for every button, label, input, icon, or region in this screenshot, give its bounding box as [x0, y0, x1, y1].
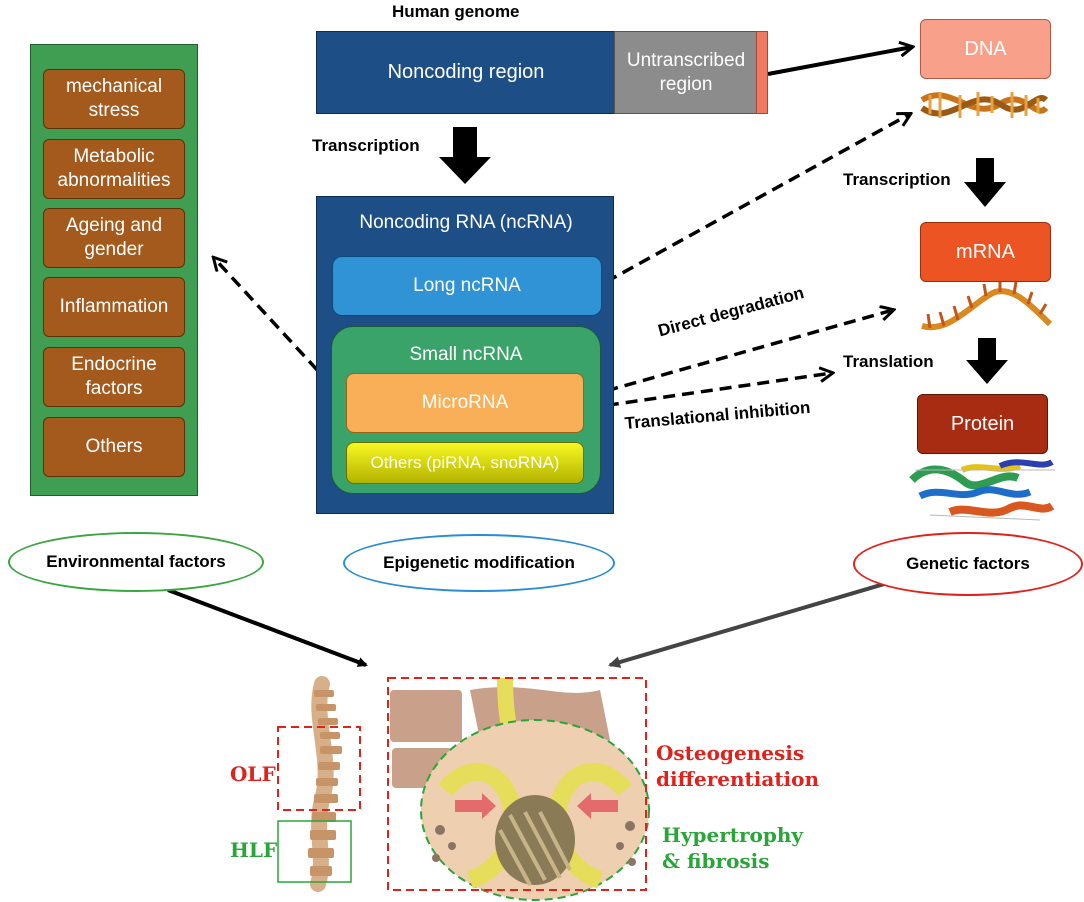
- mrna-box: mRNA: [920, 222, 1051, 282]
- osteogenesis-label: Osteogenesis differentiation: [656, 740, 819, 792]
- transcription-label-left: Transcription: [312, 136, 420, 155]
- mrna-label: mRNA: [956, 240, 1015, 263]
- hypertrophy-label: Hypertrophy & fibrosis: [662, 822, 803, 874]
- env-item-ageing-gender: Ageing and gender: [43, 208, 185, 268]
- dna-label: DNA: [964, 37, 1007, 60]
- untranscribed-region-bar: Untranscribed region: [614, 31, 758, 114]
- hlf-label: HLF: [230, 838, 278, 862]
- microrna-to-mrna-arrow: [587, 310, 893, 398]
- genome-to-dna-arrow: [767, 47, 912, 76]
- hypertrophy-line1: Hypertrophy: [662, 823, 804, 847]
- env-item-label-line2: factors: [85, 378, 143, 399]
- transcription-down-arrow: [439, 127, 491, 184]
- microrna-to-environment-arrow: [214, 258, 345, 400]
- noncoding-region-label: Noncoding region: [387, 61, 545, 83]
- other-small-rna-label: Others (piRNA, snoRNA): [370, 453, 560, 472]
- untranscribed-label-line1: Untranscribed: [626, 49, 746, 71]
- environmental-factors-ellipse: Environmental factors: [8, 532, 264, 592]
- transcription-label-right: Transcription: [843, 170, 951, 189]
- genetic-factors-ellipse: Genetic factors: [853, 532, 1083, 596]
- env-item-mechanical-stress: mechanical stress: [43, 69, 185, 129]
- dna-helix-icon: [920, 92, 1049, 118]
- env-item-label-line1: Ageing and: [65, 215, 163, 236]
- protein-box: Protein: [917, 394, 1048, 454]
- mrna-to-protein-arrow: [966, 338, 1008, 384]
- env-item-label-line1: Metabolic: [73, 146, 155, 167]
- genetic-factors-label: Genetic factors: [906, 554, 1030, 573]
- human-genome-title: Human genome: [392, 2, 520, 21]
- mrna-strand-icon: [921, 280, 1053, 331]
- long-ncrna-box: Long ncRNA: [332, 256, 602, 316]
- environment-to-spine-arrow: [167, 588, 368, 667]
- osteogenesis-line2: differentiation: [656, 767, 820, 791]
- env-item-label-line1: Inflammation: [59, 296, 169, 317]
- env-item-others: Others: [43, 417, 185, 477]
- env-item-label-line1: Endocrine: [71, 354, 157, 375]
- microrna-to-translation-arrow: [587, 373, 832, 410]
- long-ncrna-to-dna-arrow: [605, 114, 910, 284]
- dna-to-mrna-arrow: [964, 158, 1006, 207]
- epigenetic-modification-ellipse: Epigenetic modification: [343, 534, 615, 592]
- dna-box: DNA: [920, 19, 1051, 79]
- env-item-label-line1: mechanical: [65, 76, 163, 97]
- environmental-factors-label: Environmental factors: [46, 552, 226, 571]
- epigenetic-modification-label: Epigenetic modification: [383, 553, 575, 572]
- env-item-label-line2: gender: [84, 239, 144, 260]
- small-ncrna-label: Small ncRNA: [409, 344, 523, 365]
- spine-illustration: [277, 676, 361, 892]
- coding-region-sliver: [756, 31, 768, 114]
- ncrna-title: Noncoding RNA (ncRNA): [359, 212, 573, 233]
- microrna-box: MicroRNA: [346, 373, 584, 433]
- env-item-metabolic: Metabolic abnormalities: [43, 139, 185, 199]
- untranscribed-label-line2: region: [659, 73, 713, 95]
- env-item-endocrine: Endocrine factors: [43, 347, 185, 407]
- hypertrophy-line2: & fibrosis: [662, 849, 770, 873]
- other-small-rna-box: Others (piRNA, snoRNA): [346, 442, 584, 484]
- translation-label: Translation: [843, 352, 934, 371]
- osteogenesis-line1: Osteogenesis: [656, 741, 805, 765]
- ligament-cross-section-illustration: [387, 677, 650, 901]
- olf-label: OLF: [230, 762, 276, 786]
- env-item-inflammation: Inflammation: [43, 277, 185, 337]
- protein-structure-icon: [909, 459, 1055, 521]
- microrna-label: MicroRNA: [421, 392, 509, 413]
- env-item-label-line2: abnormalities: [57, 170, 171, 191]
- genetic-to-spine-arrow: [608, 572, 919, 668]
- env-item-label-line1: Others: [85, 436, 143, 457]
- protein-label: Protein: [950, 412, 1015, 435]
- noncoding-region-bar: Noncoding region: [316, 31, 616, 114]
- env-item-label-line2: stress: [88, 100, 140, 121]
- long-ncrna-label: Long ncRNA: [413, 275, 521, 296]
